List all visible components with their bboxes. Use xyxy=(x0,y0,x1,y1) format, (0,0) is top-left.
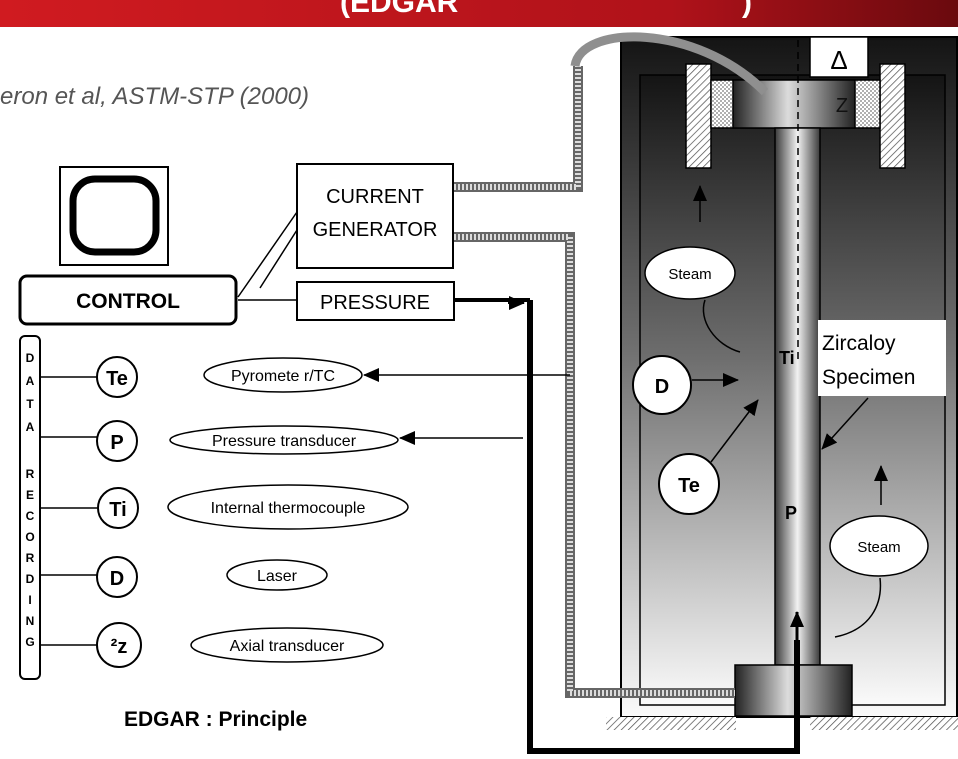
dr-letter: O xyxy=(25,530,34,544)
dr-letter: T xyxy=(26,397,34,411)
label-ti: Ti xyxy=(779,348,795,368)
specimen-label-line1: Zircaloy xyxy=(822,332,896,355)
sensor-list: Te Pyromete r/TC P Pressure transducer T… xyxy=(40,356,409,668)
sensor-p-symbol: P xyxy=(110,432,123,454)
base-right xyxy=(810,717,958,730)
dr-letter: D xyxy=(26,351,35,365)
control-label: CONTROL xyxy=(76,290,180,313)
sensor-d-description: Laser xyxy=(257,568,298,585)
specimen-label-bg xyxy=(818,320,946,396)
sensor-p-description: Pressure transducer xyxy=(212,433,357,450)
citation: eron et al, ASTM-STP (2000) xyxy=(0,83,309,110)
sensor-ti-description: Internal thermocouple xyxy=(211,500,366,517)
steam-top-flow xyxy=(702,299,741,353)
dr-letter: A xyxy=(26,374,35,388)
label-p: P xyxy=(785,503,797,523)
dr-letter: C xyxy=(26,509,35,523)
pyrometer-arrow xyxy=(710,399,759,463)
specimen-arrow xyxy=(821,397,869,450)
top-clamp xyxy=(732,79,856,129)
pyrometer-te-label: Te xyxy=(678,475,700,497)
delta-box xyxy=(809,36,869,78)
laser-d-circle xyxy=(632,355,692,415)
current-generator-box xyxy=(296,163,454,269)
sensor-p: P Pressure transducer xyxy=(40,420,399,462)
base-left xyxy=(606,717,736,730)
generator-line1: CURRENT xyxy=(326,186,424,208)
right-post xyxy=(879,63,906,169)
sensor-te-symbol: Te xyxy=(106,368,128,390)
header-title: (EDGAR xyxy=(340,0,459,19)
monitor-icon xyxy=(59,166,169,266)
data-recording-letters: D A T A R E C O R D I N G xyxy=(25,351,34,649)
steam-bottom-label: Steam xyxy=(857,539,900,556)
steam-bottom-flow xyxy=(834,577,882,638)
current-cables xyxy=(454,32,769,698)
dr-letter: E xyxy=(26,488,34,502)
header-title-right: ) xyxy=(742,0,752,19)
specimen-tube xyxy=(774,127,821,666)
dr-letter: D xyxy=(26,572,35,586)
dr-letter: R xyxy=(26,467,35,481)
control-connections xyxy=(237,211,298,301)
sensor-te-description: Pyromete r/TC xyxy=(231,368,335,385)
sensor-d-symbol: D xyxy=(110,568,124,590)
generator-line2: GENERATOR xyxy=(313,219,438,241)
delta-symbol: Δ xyxy=(830,45,847,75)
dr-letter: R xyxy=(26,551,35,565)
dr-letter: G xyxy=(25,635,34,649)
sensor-ti-symbol: Ti xyxy=(109,499,126,521)
pressure-box xyxy=(296,281,455,321)
caption: EDGAR : Principle xyxy=(124,708,307,731)
steam-top-bubble xyxy=(644,246,736,300)
control-box xyxy=(18,274,238,326)
steam-top-label: Steam xyxy=(668,266,711,283)
dr-letter: I xyxy=(28,593,31,607)
dr-letter: N xyxy=(26,614,35,628)
z-label: Z xyxy=(836,95,848,117)
specimen-label-line2: Specimen xyxy=(822,366,915,389)
pressure-label: PRESSURE xyxy=(320,292,430,314)
sensor-ti: Ti Internal thermocouple xyxy=(40,484,409,530)
sensor-z: ²z Axial transducer xyxy=(40,622,384,668)
dr-letter: A xyxy=(26,420,35,434)
header-banner: (EDGAR ) xyxy=(0,0,958,27)
sensor-te: Te Pyromete r/TC xyxy=(40,356,363,398)
steam-bottom-bubble xyxy=(829,515,929,577)
pyrometer-te-circle xyxy=(658,453,720,515)
left-post xyxy=(685,63,712,169)
bottom-clamp xyxy=(734,664,853,717)
sensor-d: D Laser xyxy=(40,556,328,598)
pressure-line xyxy=(454,296,804,754)
laser-d-label: D xyxy=(655,376,669,398)
sensor-z-description: Axial transducer xyxy=(230,638,345,655)
sensor-z-symbol: ²z xyxy=(111,636,128,658)
